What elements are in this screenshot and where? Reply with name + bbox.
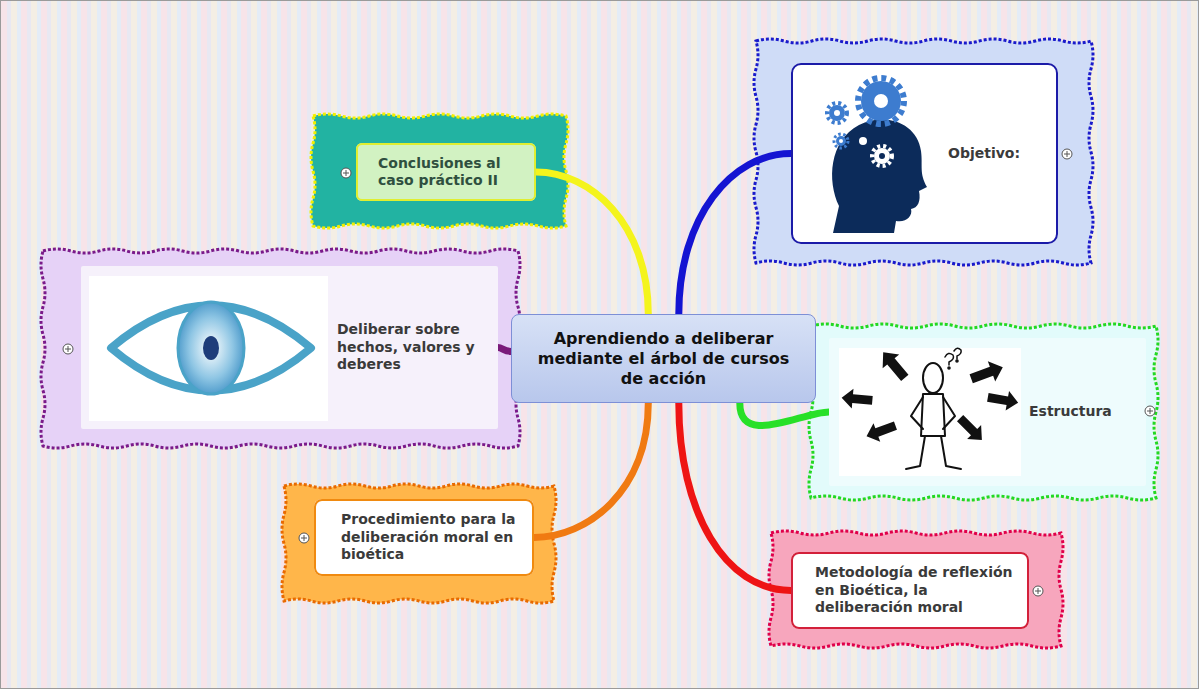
box-fill — [356, 143, 536, 201]
image-ground — [816, 71, 938, 233]
branch-connector — [534, 403, 648, 538]
central-topic: Aprendiendo a deliberar mediante el árbo… — [511, 314, 816, 403]
box-fill — [81, 266, 498, 429]
topic-box: Estructura — [829, 338, 1146, 486]
branch-connector — [536, 172, 648, 314]
wavy-frame — [41, 249, 520, 448]
illustrations — [63, 71, 1155, 596]
wavy-frame — [809, 324, 1158, 500]
topic-box: Metodología de reflexión en Bioética, la… — [791, 552, 1029, 629]
image-ground — [89, 276, 328, 421]
topic-label: Metodología de reflexión en Bioética, la… — [815, 564, 1019, 617]
head-silhouette — [832, 120, 927, 233]
eye-iris — [178, 302, 244, 394]
eye-pupil — [203, 336, 219, 360]
central-label: Aprendiendo a deliberar mediante el árbo… — [524, 329, 803, 389]
wavy-frame — [282, 484, 556, 603]
direction-arrows — [841, 345, 1020, 447]
box-fill — [791, 552, 1029, 629]
stick-figure — [906, 348, 961, 469]
wavy-frame — [769, 531, 1063, 648]
wavy-frame — [754, 39, 1093, 265]
wavy-frames — [41, 39, 1158, 648]
branch-connector — [498, 348, 511, 352]
topic-box: Objetivo: — [791, 63, 1058, 244]
wavy-frame — [311, 114, 568, 228]
topic-box: Deliberar sobre hechos, valores y debere… — [81, 266, 498, 429]
topic-label: Deliberar sobre hechos, valores y debere… — [337, 321, 490, 374]
gears — [827, 78, 904, 166]
expand-icons — [63, 149, 1155, 596]
box-fill — [314, 499, 534, 576]
topic-label: Objetivo: — [948, 145, 1048, 163]
branch-connector — [679, 403, 791, 591]
topic-box: Conclusiones al caso práctico II — [356, 143, 536, 201]
topic-label: Conclusiones al caso práctico II — [378, 155, 526, 190]
branch-connector — [679, 154, 791, 315]
topic-label: Estructura — [1029, 403, 1138, 421]
box-fill — [791, 63, 1058, 244]
topic-box: Procedimiento para la deliberación moral… — [314, 499, 534, 576]
branch-connector — [740, 403, 829, 426]
box-fill — [829, 338, 1146, 486]
topic-label: Procedimiento para la deliberación moral… — [341, 511, 524, 564]
image-ground — [839, 348, 1021, 476]
